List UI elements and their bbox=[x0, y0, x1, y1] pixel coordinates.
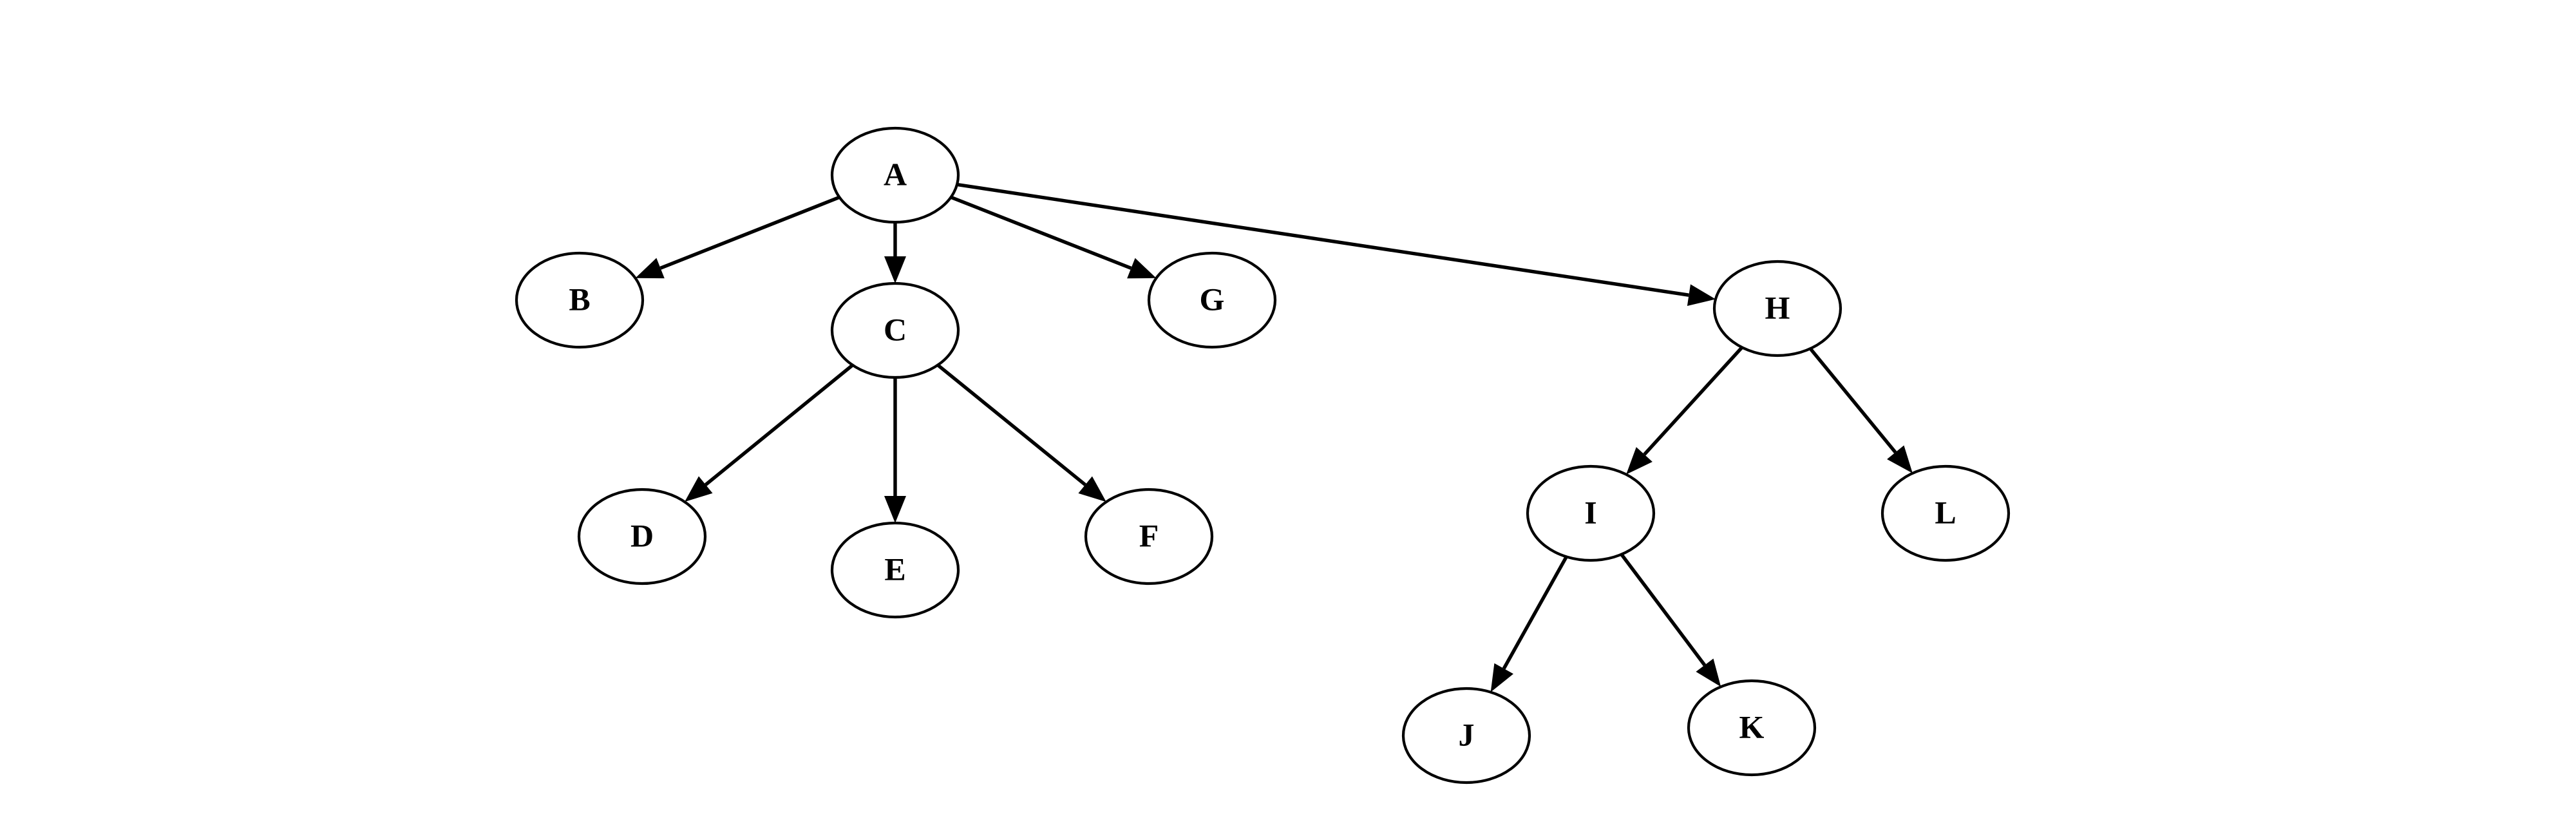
node-ellipse bbox=[515, 251, 645, 349]
node-label: J bbox=[1459, 716, 1475, 752]
arrow-head bbox=[1127, 258, 1157, 279]
node-ellipse bbox=[1401, 687, 1531, 784]
arrow-head bbox=[1078, 476, 1106, 502]
arrow-head bbox=[685, 476, 713, 502]
arrow-head bbox=[1490, 663, 1513, 692]
node-B: B bbox=[515, 251, 645, 349]
edge-line bbox=[659, 195, 840, 270]
node-J: J bbox=[1401, 687, 1531, 784]
edge-C-D bbox=[685, 363, 854, 502]
edge-A-C bbox=[884, 222, 906, 283]
node-H: H bbox=[1712, 260, 1842, 357]
arrow-head bbox=[635, 258, 665, 279]
node-label: D bbox=[630, 517, 654, 553]
node-ellipse bbox=[1084, 488, 1214, 585]
node-ellipse bbox=[1687, 679, 1817, 777]
node-label: B bbox=[569, 281, 590, 317]
edge-H-I bbox=[1626, 346, 1743, 475]
node-C: C bbox=[830, 281, 960, 379]
arrow-head bbox=[1626, 447, 1653, 475]
node-label: E bbox=[884, 551, 905, 587]
node-G: G bbox=[1147, 251, 1277, 349]
node-ellipse bbox=[830, 281, 960, 379]
arrow-head bbox=[884, 496, 906, 523]
edge-line bbox=[1643, 346, 1743, 456]
arrow-head bbox=[1887, 445, 1913, 473]
edge-line bbox=[1502, 556, 1568, 670]
node-label: K bbox=[1739, 708, 1765, 745]
node-label: H bbox=[1765, 289, 1790, 325]
node-label: I bbox=[1584, 494, 1596, 530]
node-ellipse bbox=[1880, 464, 2011, 562]
edge-line bbox=[1809, 347, 1897, 454]
edge-line bbox=[704, 363, 854, 486]
node-A: A bbox=[830, 126, 960, 224]
node-L: L bbox=[1880, 464, 2011, 562]
node-D: D bbox=[577, 488, 707, 585]
node-I: I bbox=[1526, 464, 1656, 562]
edge-H-L bbox=[1809, 347, 1913, 473]
node-ellipse bbox=[1526, 464, 1656, 562]
edge-A-G bbox=[950, 195, 1157, 279]
node-label: C bbox=[884, 311, 907, 347]
edge-C-F bbox=[936, 363, 1106, 502]
arrow-head bbox=[1696, 658, 1721, 687]
node-ellipse bbox=[1147, 251, 1277, 349]
edge-line bbox=[956, 182, 1689, 297]
node-F: F bbox=[1084, 488, 1214, 585]
edge-line bbox=[936, 363, 1086, 486]
edge-I-K bbox=[1620, 553, 1721, 687]
edge-line bbox=[1620, 553, 1707, 667]
edge-I-J bbox=[1490, 556, 1568, 692]
node-K: K bbox=[1687, 679, 1817, 777]
node-label: G bbox=[1200, 281, 1225, 317]
node-E: E bbox=[830, 521, 960, 619]
node-ellipse bbox=[1712, 260, 1842, 357]
edge-A-H bbox=[956, 182, 1716, 306]
node-label: L bbox=[1935, 494, 1956, 530]
node-ellipse bbox=[577, 488, 707, 585]
node-label: F bbox=[1139, 517, 1159, 553]
node-ellipse bbox=[830, 126, 960, 224]
arrow-head bbox=[884, 256, 906, 283]
edge-A-B bbox=[635, 195, 840, 279]
node-ellipse bbox=[830, 521, 960, 619]
arrow-head bbox=[1687, 284, 1716, 306]
edges-layer bbox=[635, 182, 1913, 692]
edge-C-E bbox=[884, 377, 906, 523]
nodes-layer: A B C G H D E F I L J K bbox=[515, 126, 2011, 784]
edge-line bbox=[950, 195, 1132, 270]
node-label: A bbox=[884, 156, 907, 192]
